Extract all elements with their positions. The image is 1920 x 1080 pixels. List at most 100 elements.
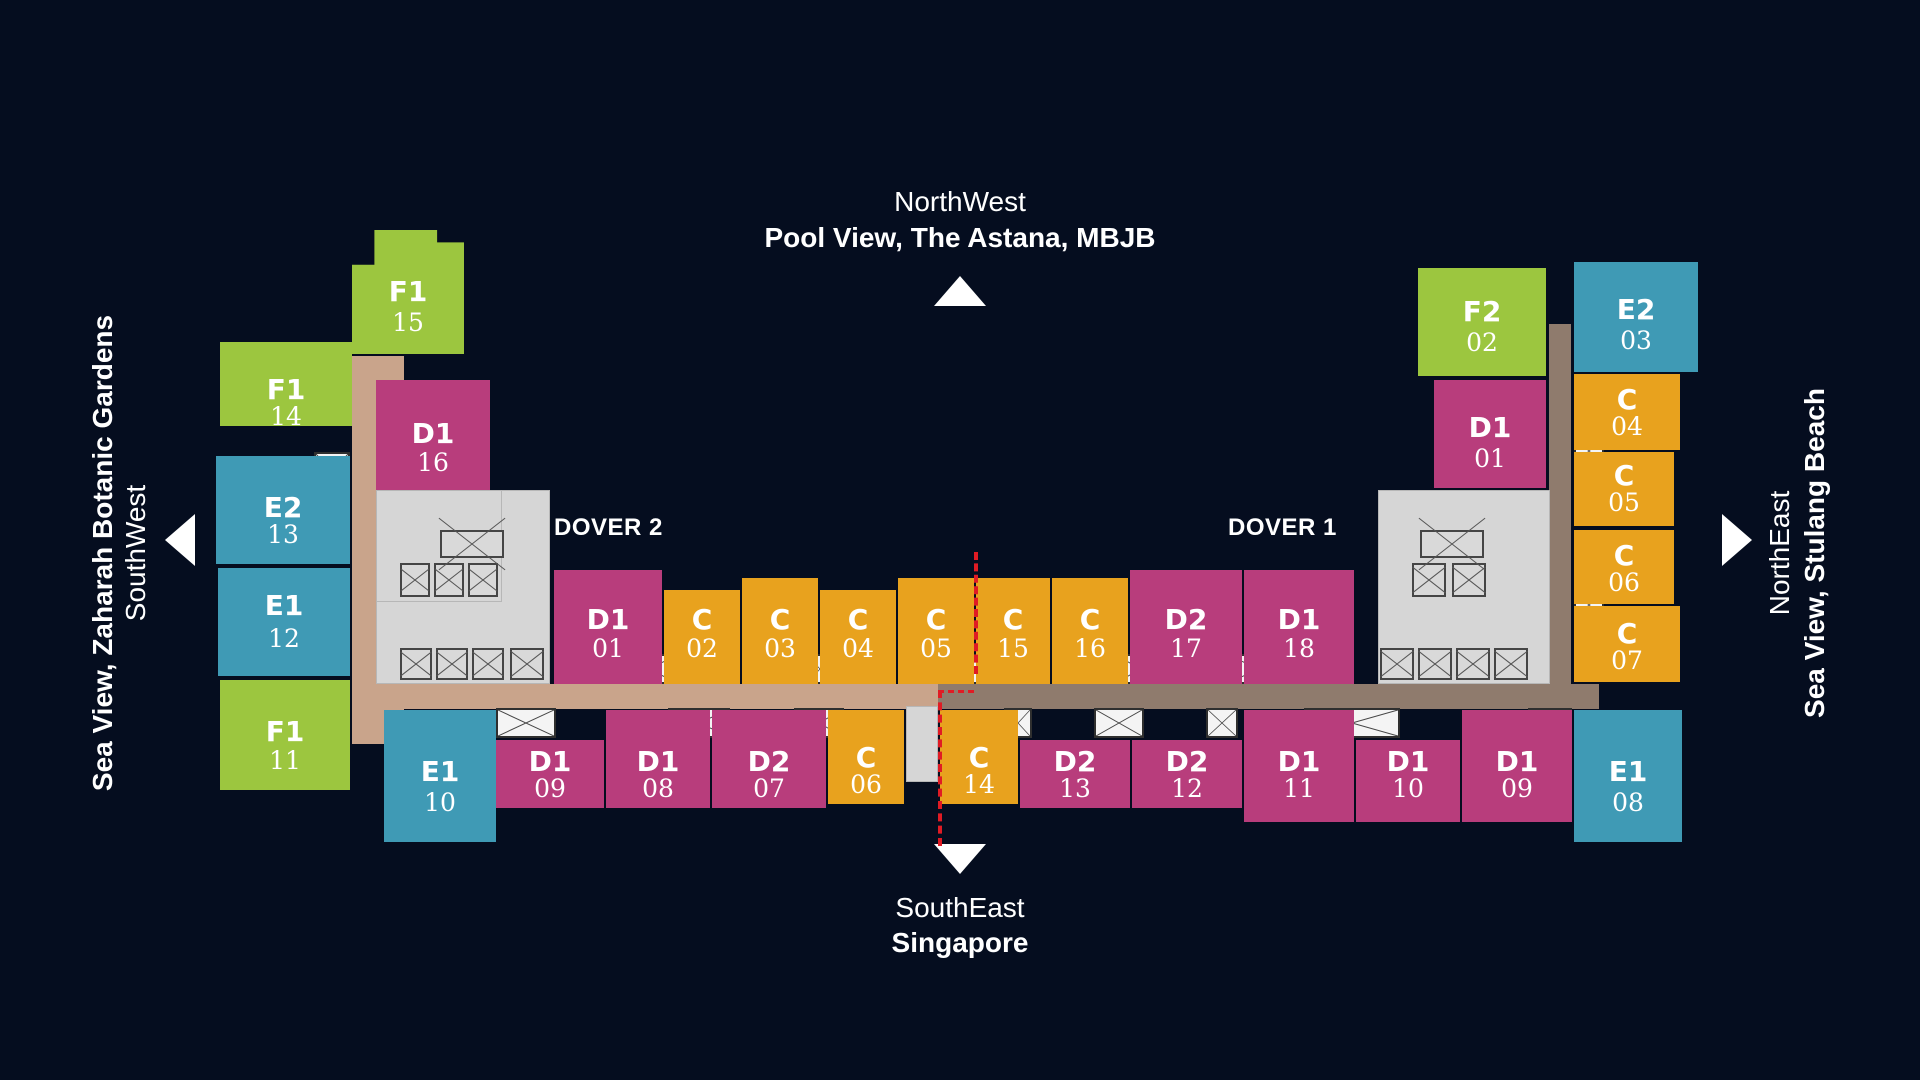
unit-number: 07 [753,774,785,803]
unit-number: 11 [1283,774,1315,803]
unit-number: 04 [842,634,874,663]
north-view-label: Pool View, The Astana, MBJB [764,222,1156,253]
unit-number: 10 [424,788,456,817]
unit-c-03[interactable]: C 03 [742,578,818,684]
west-lift-6 [472,648,504,680]
unit-code: D2 [1165,745,1209,778]
unit-d1-09-dover1[interactable]: D1 09 [1462,710,1572,822]
unit-number: 04 [1611,412,1643,441]
unit-d1-11[interactable]: D1 11 [1244,710,1354,822]
unit-number: 09 [1501,774,1533,803]
unit-e1-10[interactable]: E1 10 [384,710,496,842]
east-direction-label: NorthEast [1764,490,1795,616]
corridor-west-horizontal [352,684,940,709]
east-lift-3 [1380,648,1414,680]
unit-number: 08 [1612,788,1644,817]
unit-d1-09-dover2[interactable]: D1 09 [496,740,604,808]
unit-code: D1 [1277,745,1321,778]
unit-code: F1 [388,275,428,308]
unit-c-16[interactable]: C 16 [1052,578,1128,684]
unit-code: E2 [263,491,303,524]
unit-code: F1 [266,373,306,406]
unit-code: E1 [1608,755,1648,788]
unit-number: 01 [1474,444,1506,473]
unit-f2-02[interactable]: F2 02 [1418,268,1546,376]
unit-code: C [925,603,947,636]
unit-number: 03 [764,634,796,663]
corridor-east-horizontal [938,684,1598,709]
unit-number: 16 [1074,634,1106,663]
corridor-east-vertical [1549,324,1571,688]
unit-c-04-dover2[interactable]: C 04 [820,590,896,684]
east-lift-6 [1494,648,1528,680]
unit-code: D1 [528,745,572,778]
unit-d2-13[interactable]: D2 13 [1020,740,1130,808]
north-arrow-icon[interactable] [934,276,986,306]
unit-number: 10 [1392,774,1424,803]
unit-f1-14[interactable]: F1 14 [220,342,352,429]
unit-c-06-dover2[interactable]: C 06 [828,710,904,804]
unit-d2-17[interactable]: D2 17 [1130,570,1242,684]
unit-code: C [1613,459,1635,492]
west-view-label: Sea View, Zaharah Botanic Gardens [87,314,118,792]
unit-number: 12 [1171,774,1203,803]
west-arrow-icon[interactable] [165,514,195,566]
unit-e2-13[interactable]: E2 13 [216,456,350,564]
unit-number: 15 [997,634,1029,663]
west-lift-4 [400,648,432,680]
shaft-icon [1094,708,1144,738]
north-direction-label: NorthWest [894,186,1026,217]
east-arrow-icon[interactable] [1722,514,1752,566]
central-stair [906,706,938,782]
unit-code: F2 [1462,295,1502,328]
unit-c-02[interactable]: C 02 [664,590,740,684]
unit-code: C [847,603,869,636]
unit-code: F1 [265,715,305,748]
unit-code: C [1002,603,1024,636]
unit-c-07[interactable]: C 07 [1574,606,1680,682]
unit-number: 02 [1466,328,1498,357]
unit-f1-11[interactable]: F1 11 [220,680,350,790]
dover-boundary-line [974,552,978,674]
unit-number: 06 [1608,568,1640,597]
unit-c-14[interactable]: C 14 [940,710,1018,804]
unit-code: C [1616,617,1638,650]
unit-code: C [855,741,877,774]
unit-d1-18[interactable]: D1 18 [1244,570,1354,684]
unit-e2-03[interactable]: E2 03 [1574,262,1698,372]
south-arrow-icon[interactable] [934,844,986,874]
unit-code: D1 [1277,603,1321,636]
unit-number: 09 [534,774,566,803]
unit-d2-07[interactable]: D2 07 [712,710,826,808]
unit-number: 03 [1620,326,1652,355]
east-lift-4 [1418,648,1452,680]
unit-c-04-dover1[interactable]: C 04 [1574,374,1680,450]
east-lift-1 [1412,563,1446,597]
west-lift-3 [468,563,498,597]
unit-code: E2 [1616,293,1656,326]
unit-d1-08[interactable]: D1 08 [606,710,710,808]
east-stair [1420,530,1484,558]
unit-d1-16[interactable]: D1 16 [376,380,490,490]
unit-number: 13 [267,520,299,549]
unit-f1-15[interactable]: F1 15 [352,230,464,354]
unit-d2-12[interactable]: D2 12 [1132,740,1242,808]
unit-c-05-dover2[interactable]: C 05 [898,578,974,684]
unit-d1-10[interactable]: D1 10 [1356,740,1460,822]
unit-c-15[interactable]: C 15 [976,578,1050,684]
unit-d1-01-dover1[interactable]: D1 01 [1434,380,1546,488]
unit-e1-12[interactable]: E1 12 [218,568,350,676]
unit-number: 06 [850,770,882,799]
unit-code: C [1079,603,1101,636]
unit-c-05-dover1[interactable]: C 05 [1574,452,1674,526]
unit-code: C [691,603,713,636]
unit-c-06-dover1[interactable]: C 06 [1574,530,1674,604]
west-lift-1 [400,563,430,597]
unit-e1-08[interactable]: E1 08 [1574,710,1682,842]
unit-code: E1 [264,589,304,622]
unit-code: D1 [636,745,680,778]
unit-number: 12 [268,624,300,653]
unit-d1-01-dover2[interactable]: D1 01 [554,570,662,684]
west-stair [440,530,504,558]
